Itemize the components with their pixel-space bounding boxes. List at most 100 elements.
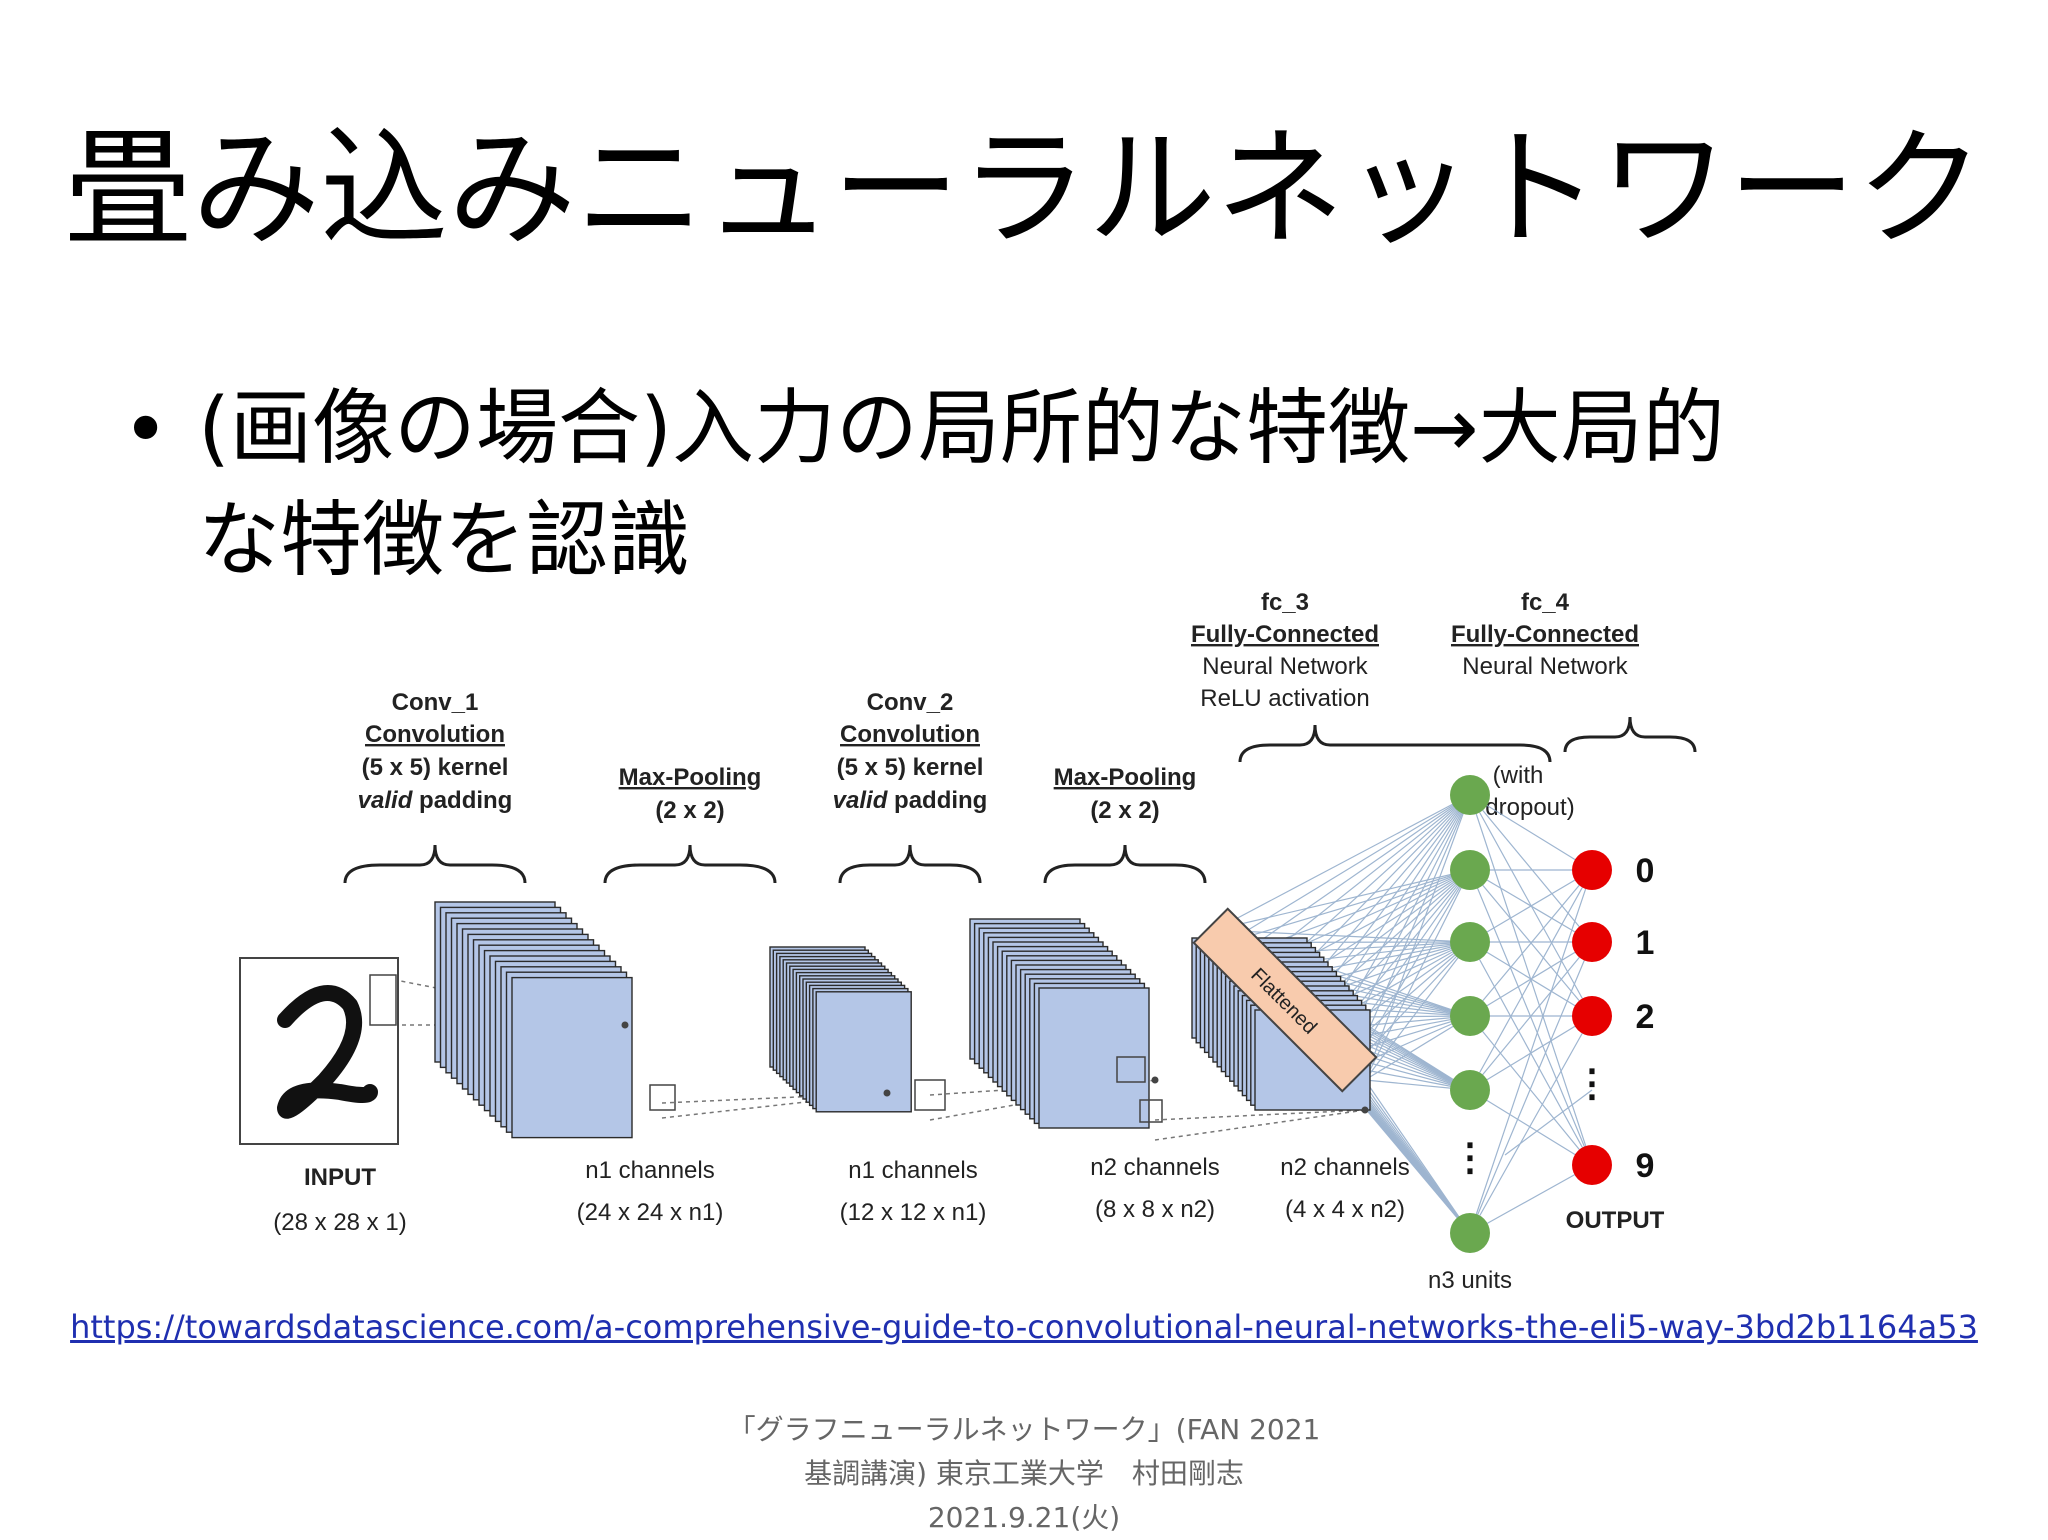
bullet-marker: • [122, 383, 170, 476]
input-image [239, 957, 399, 1145]
hidden-node-2 [1450, 850, 1490, 890]
edge-extra [1504, 1089, 1593, 1156]
kernel-dot-2 [883, 1089, 891, 1097]
hidden-units-label: n3 units [1428, 1267, 1512, 1294]
output-digit-9: 9 [1636, 1147, 1655, 1185]
hidden-node-3 [1450, 922, 1490, 962]
edge-flat-13-hidden-4 [1364, 1015, 1471, 1081]
conv2-padding-rest: padding [887, 787, 987, 814]
edge-flat-13-hidden-1 [1364, 794, 1471, 1081]
brace-fc4 [1563, 716, 1697, 753]
output-node-0 [1572, 850, 1612, 890]
brace-pool1 [603, 844, 777, 884]
bullet-text: (画像の場合)入力の局所的な特徴→大局的 な特徴を認識 [198, 373, 1938, 597]
fc3-line2: ReLU activation [1200, 685, 1369, 712]
edge-flat-2-hidden-1 [1227, 794, 1471, 944]
edge-hidden-1-output-0 [1469, 794, 1593, 871]
output-node-1 [1572, 922, 1612, 962]
receptive-box-3 [1116, 1056, 1146, 1083]
source-link[interactable]: https://towardsdatascience.com/a-compreh… [70, 1308, 1978, 1346]
output-label: OUTPUT [1566, 1207, 1665, 1234]
fc3-name: fc_3 [1261, 589, 1309, 616]
edge-hidden-2-output-9 [1469, 869, 1593, 1166]
brace-conv2 [838, 844, 982, 884]
pool2-size: (2 x 2) [1090, 797, 1159, 824]
kernel-dot-4 [1361, 1106, 1369, 1114]
pool1-name: Max-Pooling [619, 764, 762, 791]
stage4-label: n2 channels [1280, 1154, 1409, 1181]
edge-hidden-5-output-9 [1469, 1089, 1593, 1166]
edge-flat-12-hidden-1 [1351, 794, 1471, 1068]
input-patch [369, 974, 397, 1026]
stage2-label: n1 channels [848, 1157, 977, 1184]
conv1-padding-em: valid [358, 787, 414, 814]
dropout-label-1: (with [1493, 762, 1544, 789]
receptive-box-1 [649, 1084, 676, 1111]
bullet-line-1: (画像の場合)入力の局所的な特徴→大局的 [198, 381, 1725, 476]
cnn-diagram: Conv_1 Convolution (5 x 5) kernel valid … [239, 589, 1697, 1294]
ellipsis-1: ⋮ [1451, 1137, 1489, 1179]
pool1-size: (2 x 2) [655, 797, 724, 824]
edge-flat-13-hidden-2 [1364, 869, 1471, 1081]
dropout-label-2: dropout) [1485, 794, 1574, 821]
stage2-dims: (12 x 12 x n1) [840, 1199, 987, 1226]
hidden-node-1 [1450, 775, 1490, 815]
braces [343, 716, 1697, 884]
kernel-dot-3 [1151, 1076, 1159, 1084]
edge-flat-1-hidden-1 [1214, 794, 1471, 931]
rf-line-7 [1154, 1109, 1366, 1121]
brace-conv1 [343, 844, 527, 884]
stage4-dims: (4 x 4 x n2) [1285, 1196, 1405, 1223]
edge-flat-2-hidden-2 [1227, 869, 1471, 944]
fc4-line1: Neural Network [1462, 653, 1628, 680]
brace-pool2 [1043, 844, 1207, 884]
stage3-dims: (8 x 8 x n2) [1095, 1196, 1215, 1223]
conv2-type: Convolution [840, 721, 980, 748]
fc3-type: Fully-Connected [1191, 621, 1379, 648]
edge-flat-12-hidden-3 [1352, 941, 1471, 1068]
feature-map-stack-1 [434, 901, 633, 1139]
edge-hidden-6-output-2 [1469, 1015, 1593, 1234]
fc4-name: fc_4 [1521, 589, 1570, 616]
rf-line-4 [661, 1092, 888, 1119]
edge-flat-3-hidden-1 [1239, 794, 1471, 956]
conv2-padding-em: valid [833, 787, 889, 814]
footer-line-2: 基調講演) 東京工業大学 村田剛志 [804, 1457, 1244, 1490]
handwritten-digit [277, 985, 378, 1119]
conv1-padding: valid padding [358, 787, 513, 814]
edge-flat-12-hidden-2 [1351, 869, 1471, 1068]
fc4-type: Fully-Connected [1451, 621, 1639, 648]
hidden-node-4 [1450, 996, 1490, 1036]
slide-title: 畳み込みニューラルネットワーク [63, 115, 1984, 264]
output-digit-1: 1 [1636, 924, 1655, 962]
output-digit-0: 0 [1636, 852, 1655, 890]
feature-map-stack-2 [769, 946, 912, 1113]
edge-hidden-5-output-0 [1469, 869, 1593, 1091]
flattened-bar [1192, 907, 1378, 1093]
edge-hidden-3-output-0 [1469, 869, 1593, 943]
edge-hidden-5-output-1 [1469, 941, 1593, 1091]
feature-map-stacks [434, 901, 1371, 1139]
fc3-line1: Neural Network [1202, 653, 1368, 680]
input-dims: (28 x 28 x 1) [273, 1209, 406, 1236]
conv2-kernel: (5 x 5) kernel [837, 754, 984, 781]
stage1-dims: (24 x 24 x n1) [577, 1199, 724, 1226]
brace-fc3 [1238, 724, 1552, 763]
edge-hidden-1-output-1 [1469, 794, 1593, 943]
output-node-2 [1572, 996, 1612, 1036]
receptive-box-4 [1139, 1099, 1163, 1123]
edge-flat-13-hidden-6 [1364, 1079, 1471, 1234]
edge-hidden-4-output-9 [1469, 1015, 1593, 1166]
pool2-name: Max-Pooling [1054, 764, 1197, 791]
input-frame [239, 957, 399, 1145]
footer: 「グラフニューラルネットワーク」(FAN 2021 基調講演) 東京工業大学 村… [624, 1408, 1424, 1540]
edge-flat-13-hidden-3 [1364, 941, 1471, 1081]
edge-hidden-6-output-0 [1469, 869, 1593, 1234]
conv1-name: Conv_1 [392, 689, 479, 716]
conv1-type: Convolution [365, 721, 505, 748]
output-node-9 [1572, 1145, 1612, 1185]
feature-map-1-15 [511, 976, 633, 1139]
feature-map-stack-3 [969, 918, 1150, 1129]
edge-flat-1-hidden-3 [1214, 929, 1471, 943]
